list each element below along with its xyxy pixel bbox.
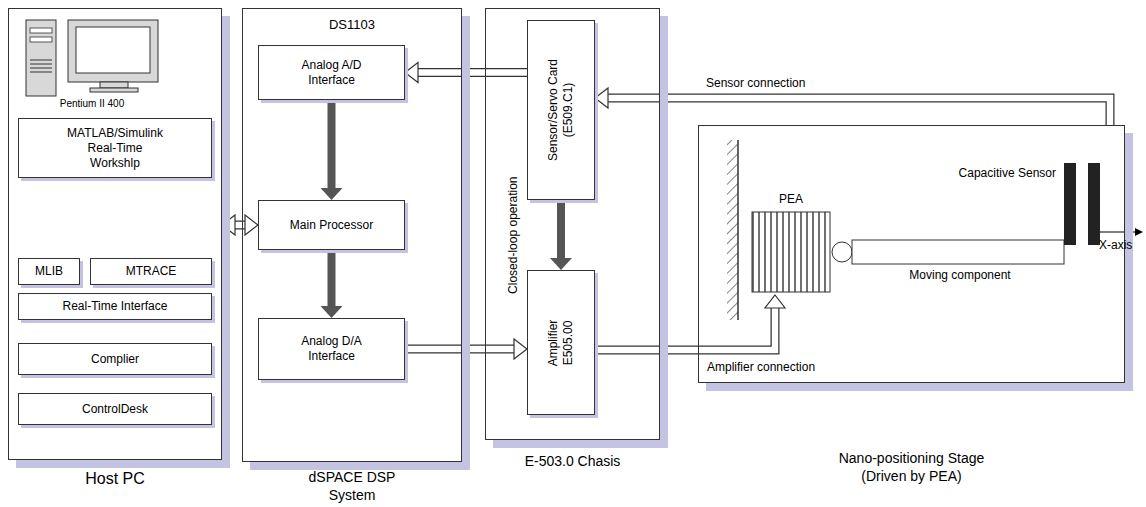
software-box: ControlDesk xyxy=(18,393,212,425)
box-label: ControlDesk xyxy=(82,402,148,417)
box-label: Sensor/Servo Card (E509.C1) xyxy=(546,50,576,170)
stage-housing: Nano-positioning Stage (Driven by PEA) xyxy=(698,125,1125,383)
signal-arrow xyxy=(321,100,343,200)
panel-caption: E-503.0 Chasis xyxy=(493,453,653,471)
cpu-label: Pentium II 400 xyxy=(42,98,142,110)
software-box: MATLAB/Simulink Real-Time Workshlp xyxy=(18,118,212,178)
amplifier-card: Amplifier E505.00 xyxy=(527,270,595,415)
connection-label: Sensor connection xyxy=(705,76,806,90)
pea-stack xyxy=(752,212,830,292)
software-box: Real-Time Interface xyxy=(18,293,212,320)
host-pc-panel: Host PCMATLAB/Simulink Real-Time Workshl… xyxy=(8,8,222,460)
panel-caption: Host PC xyxy=(8,469,222,489)
software-box: MTRACE xyxy=(90,258,212,285)
axis-label: X-axis xyxy=(1099,238,1139,252)
box-label: MLIB xyxy=(35,264,63,279)
block-arrow xyxy=(595,88,1110,125)
box-label: Main Processor xyxy=(290,218,373,233)
panel-title: DS1103 xyxy=(252,17,452,33)
software-box: MLIB xyxy=(18,258,80,285)
signal-arrow xyxy=(550,200,572,270)
stage-illustration xyxy=(727,140,1143,320)
box-label: MTRACE xyxy=(126,264,177,279)
box-label: Real-Time Interface xyxy=(63,299,168,314)
sensor-plate xyxy=(1064,163,1076,245)
part-label: Capacitive Sensor xyxy=(940,166,1056,180)
box-label: MATLAB/Simulink Real-Time Workshlp xyxy=(63,126,167,171)
software-box: Complier xyxy=(18,343,212,375)
panel-caption: dSPACE DSP System xyxy=(302,469,402,504)
box-label: Analog D/A Interface xyxy=(287,334,377,364)
connection-label: Amplifier connection xyxy=(706,360,816,374)
moving-component xyxy=(852,240,1064,264)
box-label: Analog A/D Interface xyxy=(287,58,377,88)
panel-caption: Nano-positioning Stage (Driven by PEA) xyxy=(817,450,1007,485)
block-arrow xyxy=(405,339,527,359)
computer-icon xyxy=(26,20,158,96)
block-arrow xyxy=(405,63,527,83)
processor-box: Main Processor xyxy=(258,200,405,250)
loop-label: Closed-loop operation xyxy=(505,175,519,294)
dspace-panel: DS1103dSPACE DSP SystemAnalog A/D Interf… xyxy=(242,8,462,462)
axis-arrow xyxy=(1135,228,1143,236)
sensor-plate xyxy=(1088,163,1100,245)
interface-box: Analog D/A Interface xyxy=(258,318,405,380)
part-label: PEA xyxy=(766,192,816,206)
part-label: Moving component xyxy=(900,268,1020,282)
box-label: Amplifier E505.00 xyxy=(546,303,576,383)
block-arrow xyxy=(222,215,258,235)
block-arrow xyxy=(595,295,785,350)
interface-box: Analog A/D Interface xyxy=(258,45,405,100)
sensor-card: Sensor/Servo Card (E509.C1) xyxy=(527,20,595,200)
signal-arrow xyxy=(321,250,343,318)
box-label: Complier xyxy=(91,352,139,367)
